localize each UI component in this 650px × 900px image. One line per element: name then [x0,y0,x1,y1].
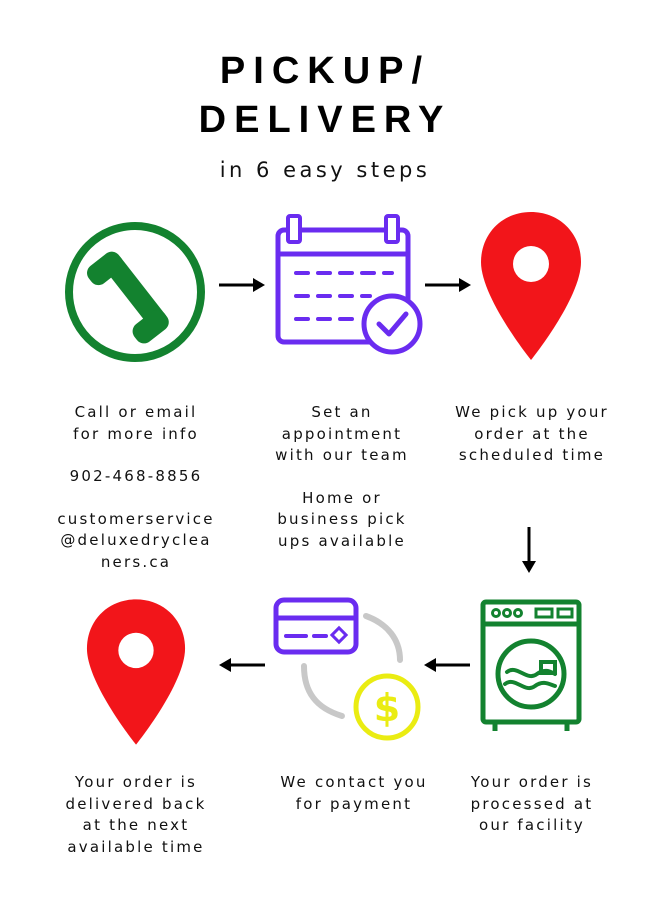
svg-text:$: $ [374,686,400,730]
calendar-check-icon [275,214,423,355]
step-2-text: Set an appointment with our team Home or… [275,403,409,550]
arrow-left-icon [424,658,470,672]
phone-icon [65,222,205,362]
arrow-down-icon [522,527,536,573]
step-4-text: Your order is processed at our facility [470,773,594,834]
phone-number: 902-468-8856 [69,467,203,485]
step-6-text: Your order is delivered back at the next… [65,773,207,856]
step-5-text: We contact you for payment [280,773,428,813]
subtitle: in 6 easy steps [219,158,431,182]
title-line-2: DELIVERY [198,99,452,141]
email-line-3: ners.ca [100,552,172,571]
payment-icon: $ [273,597,421,741]
step-1-text: Call or email for more info 902-468-8856… [25,402,247,573]
title-line-1: PICKUP/ [219,50,431,92]
arrow-right-icon [425,278,471,292]
arrow-right-icon [219,278,265,292]
washing-machine-icon [480,599,582,731]
step-3-text: We pick up your order at the scheduled t… [455,403,609,464]
location-pin-icon [481,212,581,360]
location-pin-icon [86,599,186,745]
email-line-2: @deluxedrycleа [60,531,212,549]
email-line-1: customerservice [57,509,215,528]
arrow-left-icon [219,658,265,672]
